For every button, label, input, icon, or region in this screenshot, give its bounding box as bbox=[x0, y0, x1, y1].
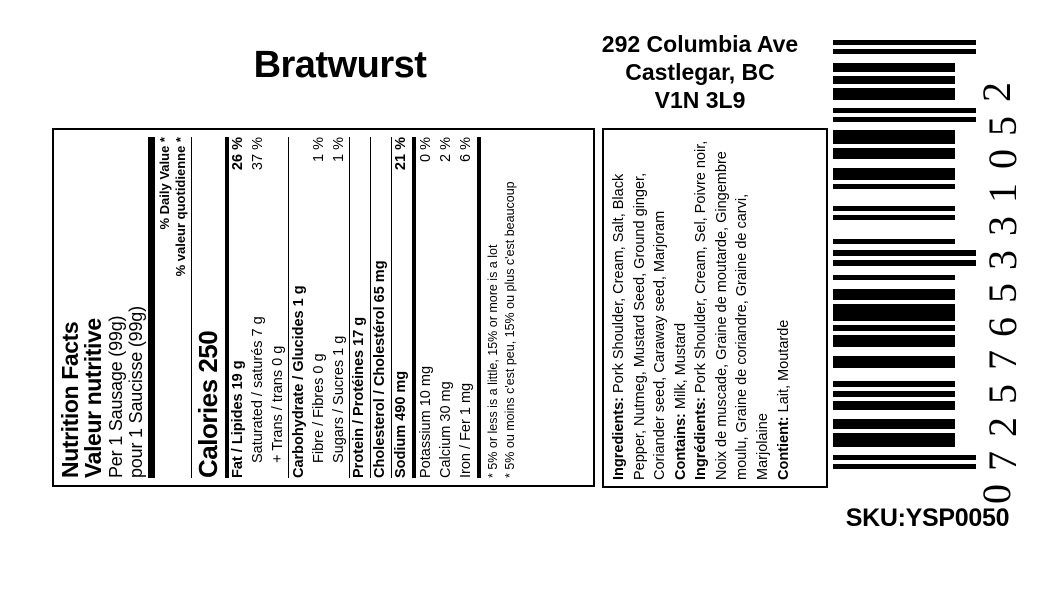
daily-value-header: % Daily Value * % valeur quotidienne * bbox=[155, 137, 191, 478]
nutrient-row: Calcium 30 mg 2 % bbox=[436, 137, 456, 478]
address-block: 292 Columbia Ave Castlegar, BC V1N 3L9 bbox=[575, 30, 825, 114]
barcode-bar bbox=[833, 464, 976, 469]
daily-value-header-fr: % valeur quotidienne * bbox=[172, 137, 188, 277]
daily-value-header-en: % Daily Value * bbox=[157, 137, 173, 230]
ingredients-fr: Ingrédients: Pork Shoulder, Cream, Sel, … bbox=[691, 136, 773, 480]
barcode-bar bbox=[833, 239, 955, 244]
nutrient-label: + Trans / trans 0 g bbox=[270, 345, 287, 463]
barcode-bar bbox=[833, 250, 976, 256]
nutrient-label: Carbohydrate / Glucides 1 g bbox=[290, 285, 307, 478]
barcode-bar bbox=[833, 260, 976, 266]
contains-label: Contains: bbox=[672, 413, 689, 480]
barcode-bar bbox=[833, 206, 955, 211]
barcode-bar bbox=[833, 130, 955, 144]
barcode-bar bbox=[833, 275, 955, 280]
barcode-bar bbox=[833, 356, 955, 368]
footnote-en: * 5% or less is a little, 15% or more is… bbox=[486, 244, 500, 478]
ingredients-en: Ingredients: Pork Shoulder, Cream, Salt,… bbox=[609, 136, 671, 480]
nutrient-daily-value: 37 % bbox=[250, 137, 267, 171]
barcode-bar bbox=[833, 88, 955, 100]
barcode-bar bbox=[833, 325, 955, 331]
barcode-bar bbox=[833, 304, 955, 321]
nutrient-daily-value: 0 % bbox=[417, 137, 434, 162]
footnote-block: * 5% or less is a little, 15% or more is… bbox=[481, 137, 519, 478]
ingredients-rotated-canvas: Ingredients: Pork Shoulder, Cream, Salt,… bbox=[604, 130, 826, 486]
nutrient-daily-value: 6 % bbox=[457, 137, 474, 162]
address-line-3: V1N 3L9 bbox=[654, 87, 746, 114]
nutrition-title-fr: Valeur nutritive bbox=[80, 318, 107, 478]
contient-label: Contient: bbox=[775, 416, 792, 480]
nutrient-row: Protein / Protéines 17 g bbox=[350, 137, 370, 478]
barcode-bar bbox=[833, 419, 955, 429]
nutrient-label: Sugars / Sucres 1 g bbox=[330, 335, 347, 463]
footnote-fr: * 5% ou moins c'est peu, 15% ou plus c'e… bbox=[502, 181, 517, 478]
barcode-bar bbox=[833, 184, 955, 189]
barcode-digit: 2 bbox=[974, 82, 1019, 102]
barcode-bar bbox=[833, 49, 976, 54]
ingredients-en-label: Ingredients: bbox=[611, 397, 627, 480]
contient-text: Lait, Moutarde bbox=[775, 319, 792, 417]
barcode-bar bbox=[833, 381, 955, 387]
nutrient-label: Cholesterol / Cholestérol 65 mg bbox=[372, 260, 389, 478]
nutrient-label: Protein / Protéines 17 g bbox=[351, 316, 368, 478]
nutrient-label: Fibre / Fibres 0 g bbox=[310, 353, 327, 463]
nutrient-label: Sodium 490 mg bbox=[393, 370, 410, 478]
barcode-bar bbox=[833, 168, 955, 180]
nutrient-label: Fat / Lipides 19 g bbox=[230, 360, 247, 478]
nutrient-row: + Trans / trans 0 g bbox=[269, 137, 289, 478]
nutrient-row: Potassium 10 mg 0 % bbox=[416, 137, 436, 478]
address-line-1: 292 Columbia Ave bbox=[601, 31, 799, 57]
nutrition-facts-rotated-canvas: Nutrition Facts Valeur nutritive Per 1 S… bbox=[54, 130, 593, 485]
barcode-bar bbox=[833, 455, 976, 460]
nutrient-daily-value: 21 % bbox=[393, 137, 410, 171]
nutrient-row: Carbohydrate / Glucides 1 g bbox=[289, 137, 309, 478]
address-line-2: Castlegar, BC bbox=[625, 59, 775, 86]
barcode-bar bbox=[833, 108, 976, 113]
contains-en: Contains: Milk, Mustard bbox=[671, 136, 692, 480]
nutrient-label: Calcium 30 mg bbox=[437, 381, 454, 478]
page-title: Bratwurst bbox=[253, 44, 427, 86]
barcode-bar bbox=[833, 391, 955, 397]
nutrient-label: Iron / Fer 1 mg bbox=[457, 382, 474, 478]
barcode-bar bbox=[833, 40, 976, 45]
nutrient-row: Iron / Fer 1 mg 6 % bbox=[456, 137, 476, 478]
serving-size-fr: pour 1 Saucisse (99g) bbox=[126, 306, 147, 478]
nutrient-label: Saturated / saturés 7 g bbox=[250, 316, 267, 463]
barcode-bar bbox=[833, 433, 955, 447]
ingredients-fr-label: Ingrédients: bbox=[693, 397, 710, 480]
nutrient-daily-value: 26 % bbox=[230, 137, 247, 171]
barcode-bar bbox=[833, 63, 955, 72]
nutrient-row: Sodium 490 mg 21 % bbox=[392, 137, 412, 478]
barcode-bar bbox=[833, 289, 955, 300]
barcode-bar bbox=[833, 117, 976, 122]
nutrient-row: Fibre / Fibres 0 g 1 % bbox=[309, 137, 329, 478]
nutrient-row: Saturated / saturés 7 g 37 % bbox=[249, 137, 269, 478]
nutrient-label: Potassium 10 mg bbox=[417, 365, 434, 478]
calories-label: Calories 250 bbox=[192, 330, 223, 478]
nutrient-row: Cholesterol / Cholestérol 65 mg bbox=[371, 137, 391, 478]
barcode-bar bbox=[833, 148, 955, 159]
contains-text: Milk, Mustard bbox=[672, 322, 689, 414]
contient-fr: Contient: Lait, Moutarde bbox=[774, 136, 795, 480]
nutrient-row: Fat / Lipides 19 g 26 % bbox=[229, 137, 249, 478]
serving-size-en: Per 1 Sausage (99g) bbox=[105, 315, 126, 478]
ingredients-panel: Ingredients: Pork Shoulder, Cream, Salt,… bbox=[602, 128, 828, 488]
nutrient-row: Sugars / Sucres 1 g 1 % bbox=[329, 137, 349, 478]
nutrition-facts-panel: Nutrition Facts Valeur nutritive Per 1 S… bbox=[52, 128, 595, 487]
barcode-bars bbox=[833, 40, 976, 500]
thick-divider-top bbox=[148, 137, 156, 478]
barcode-bar bbox=[833, 401, 955, 410]
barcode-bar bbox=[833, 335, 955, 347]
nutrition-title-en: Nutrition Facts bbox=[57, 321, 83, 478]
barcode-bar bbox=[833, 215, 955, 220]
barcode-bar bbox=[833, 76, 955, 84]
nutrient-daily-value: 2 % bbox=[437, 137, 454, 162]
calories-row: Calories 250 bbox=[192, 137, 225, 478]
sku-label: SKU:YSP0050 bbox=[845, 504, 1010, 532]
nutrient-daily-value: 1 % bbox=[310, 137, 327, 162]
nutrient-daily-value: 1 % bbox=[330, 137, 347, 162]
